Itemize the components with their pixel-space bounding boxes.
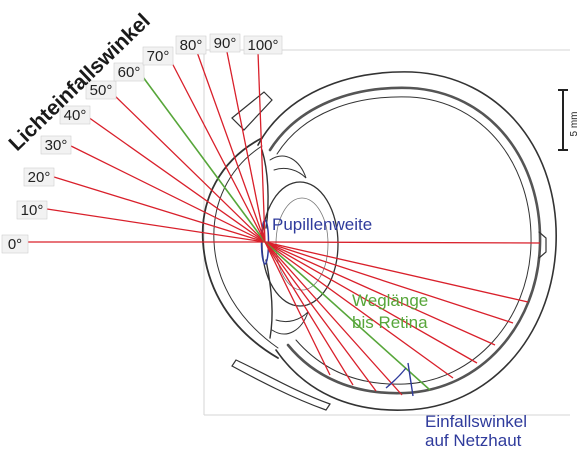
angle-label: 40° <box>64 107 87 124</box>
internal-ray <box>264 241 496 346</box>
angle-label-box <box>142 46 174 66</box>
ciliary-lower <box>271 311 309 335</box>
pupil-label: Pupillenweite <box>272 215 372 234</box>
incoming-ray <box>46 208 266 243</box>
highlighted-internal-ray <box>264 241 431 391</box>
angle-labels: 0° 10° 20° 30° 40°50° 60° 70° 80° 90° 100° <box>1 33 283 254</box>
retina-inner <box>276 96 532 385</box>
incidence-angle-arc <box>385 367 407 389</box>
title-rotated: Lichteinfallswinkel <box>4 9 154 155</box>
incoming-ray <box>170 60 266 243</box>
angle-label-box <box>243 35 283 55</box>
scale-bar-label: 5 mm <box>569 112 579 137</box>
angle-label: 20° <box>28 169 51 186</box>
internal-ray <box>264 241 514 324</box>
angle-label: 80° <box>180 37 203 54</box>
angle-label: 30° <box>45 137 68 154</box>
incoming-ray <box>87 116 266 243</box>
path-length-label-1: Weglänge <box>352 291 428 310</box>
iris-upper <box>261 149 269 229</box>
internal-ray <box>264 241 403 396</box>
angle-label-box <box>23 167 55 187</box>
internal-ray <box>264 241 541 244</box>
internal-ray <box>264 241 478 364</box>
incoming-ray <box>196 51 266 243</box>
incoming-rays <box>28 51 266 243</box>
incoming-ray <box>70 145 266 243</box>
angle-label: 70° <box>147 48 170 65</box>
internal-ray <box>264 241 454 379</box>
angle-label-box <box>59 105 91 125</box>
sclera-outline <box>257 71 557 411</box>
angle-label-box <box>85 80 117 100</box>
internal-ray <box>264 241 529 303</box>
highlighted-incoming-ray <box>139 72 266 243</box>
incoming-ray <box>257 51 266 243</box>
angle-label-box <box>113 62 145 82</box>
upper-eyelid <box>231 91 273 131</box>
incoming-ray <box>53 176 266 243</box>
lower-eyelid <box>231 359 331 411</box>
angle-label: 10° <box>21 202 44 219</box>
angle-label: 100° <box>247 37 278 54</box>
angle-label: 60° <box>118 64 141 81</box>
internal-ray <box>264 241 354 386</box>
angle-label-box <box>40 135 72 155</box>
angle-label-box <box>16 200 48 220</box>
internal-rays <box>264 241 541 396</box>
retina-outline <box>268 86 542 395</box>
angle-label-box <box>175 35 207 55</box>
angle-label-box <box>209 33 241 53</box>
incidence-label-2: auf Netzhaut <box>425 431 522 450</box>
angle-label-box <box>1 234 29 254</box>
incoming-ray <box>112 93 266 243</box>
optic-disc <box>538 231 547 259</box>
angle-label: 50° <box>90 82 113 99</box>
angle-label: 0° <box>8 236 22 253</box>
incidence-label-1: Einfallswinkel <box>425 412 527 431</box>
incidence-angle-normal <box>407 362 414 397</box>
angle-label: 90° <box>214 35 237 52</box>
incoming-ray <box>226 51 266 243</box>
internal-ray <box>264 241 331 376</box>
scale-bar <box>558 89 568 151</box>
path-length-label-2: bis Retina <box>352 313 428 332</box>
ciliary-upper <box>269 155 307 179</box>
iris-lower <box>265 259 273 339</box>
internal-ray <box>264 241 377 392</box>
